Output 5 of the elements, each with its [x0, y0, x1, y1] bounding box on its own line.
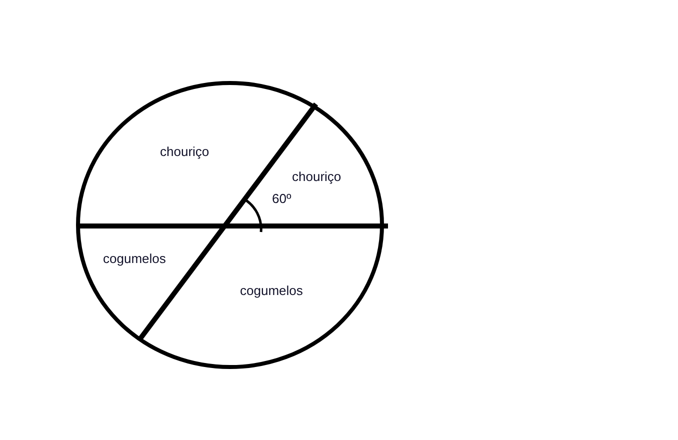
- topping-label: cogumelos: [240, 283, 303, 298]
- angle-label: 60º: [272, 191, 292, 206]
- topping-label: chouriço: [292, 169, 342, 184]
- topping-label: cogumelos: [103, 251, 166, 266]
- topping-label: chouriço: [160, 144, 210, 159]
